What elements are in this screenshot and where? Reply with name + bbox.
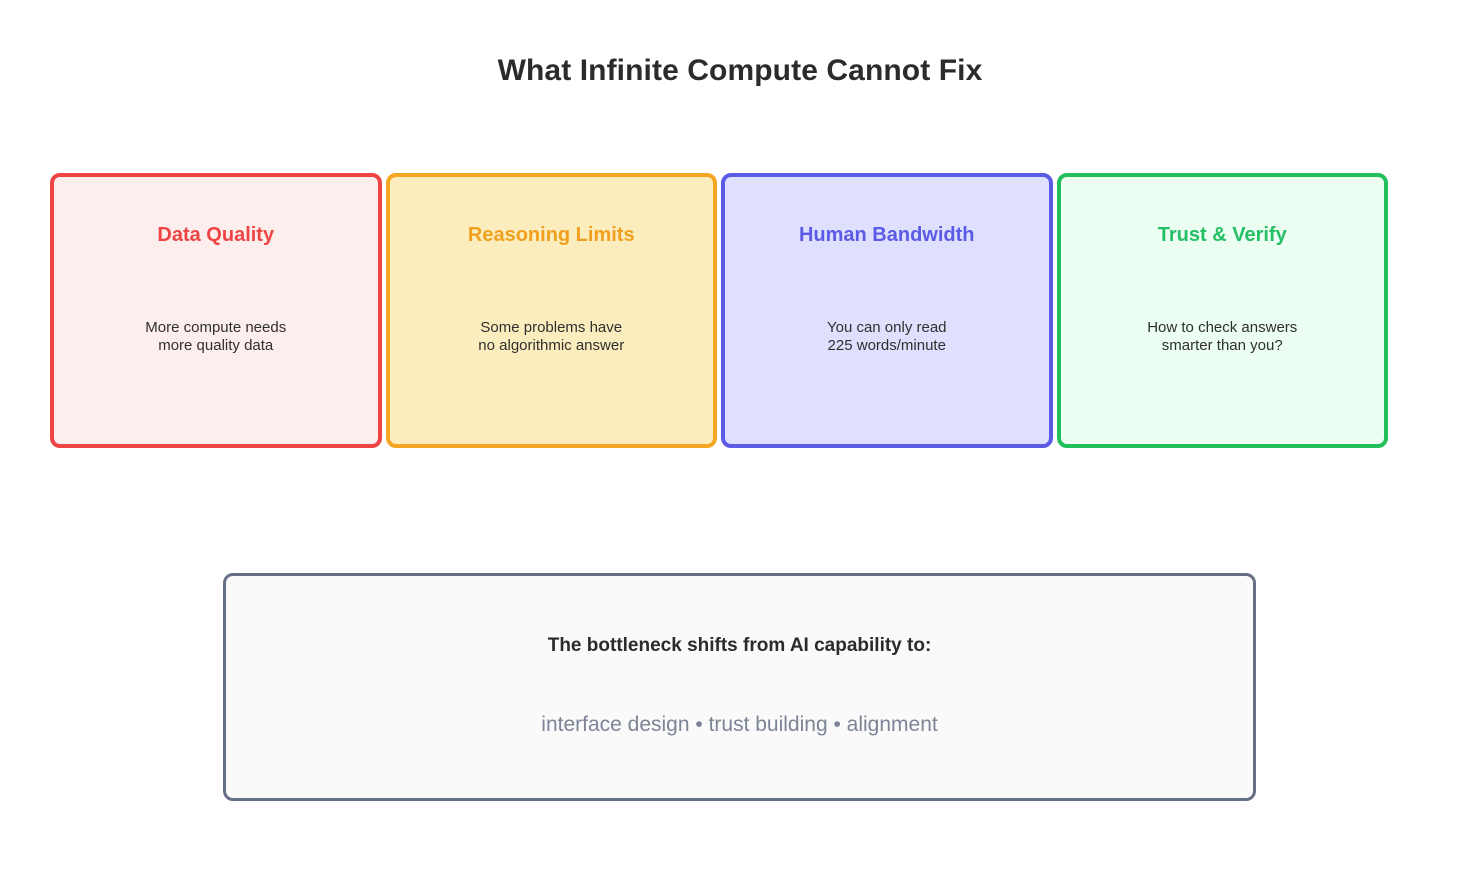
card-title: Data Quality — [157, 224, 275, 246]
card-title: Trust & Verify — [1157, 224, 1287, 246]
summary-subline: interface design • trust building • alig… — [541, 713, 938, 736]
card-description: More compute needs more quality data — [145, 319, 287, 354]
card-title: Human Bandwidth — [798, 224, 975, 246]
card-trust-and-verify: Trust & Verify How to check answers smar… — [1056, 173, 1388, 448]
card-description: How to check answers smarter than you? — [1147, 319, 1298, 354]
card-title: Reasoning Limits — [467, 224, 635, 246]
card-description: Some problems have no algorithmic answer — [478, 319, 625, 354]
summary-heading: The bottleneck shifts from AI capability… — [547, 635, 932, 656]
card-reasoning-limits: Reasoning Limits Some problems have no a… — [385, 173, 717, 448]
card-human-bandwidth: Human Bandwidth You can only read 225 wo… — [721, 173, 1053, 448]
limitation-card-row: Data Quality More compute needs more qua… — [50, 173, 1388, 448]
bottleneck-summary-panel: The bottleneck shifts from AI capability… — [223, 573, 1256, 801]
card-data-quality: Data Quality More compute needs more qua… — [50, 173, 382, 448]
card-description: You can only read 225 words/minute — [826, 319, 947, 354]
page-title: What Infinite Compute Cannot Fix — [497, 54, 983, 87]
